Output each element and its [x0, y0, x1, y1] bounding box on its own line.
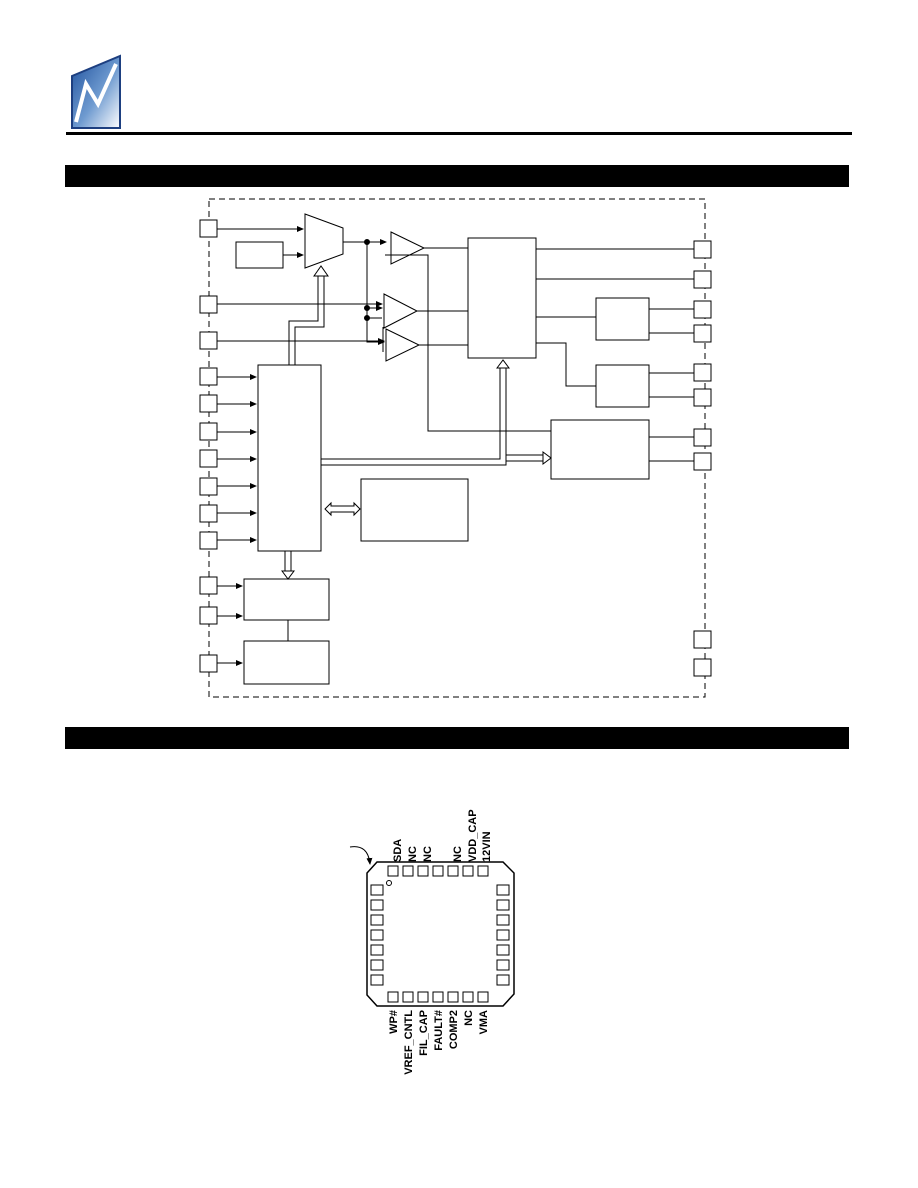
left-pins: [199, 219, 218, 673]
driver-block-2: [595, 364, 650, 408]
chip-boundary: [208, 198, 706, 698]
bias-block: [243, 640, 330, 685]
bottom-pads: [387, 991, 489, 1003]
top-pads: [387, 865, 489, 877]
top-pin-label: NC: [422, 846, 434, 862]
right-pads: [496, 884, 510, 986]
bottom-pin-label: FAULT#: [433, 1010, 445, 1051]
bottom-pin-label: FIL_CAP: [418, 1010, 430, 1056]
right-pins: [693, 240, 712, 677]
pin1-dot: [386, 880, 392, 886]
driver-block-1: [595, 297, 650, 341]
pin-box: [693, 658, 712, 677]
interface-block: [243, 578, 330, 621]
section-bar-pin-configuration: [65, 727, 849, 749]
comparator-1: [390, 231, 426, 265]
left-pads: [370, 884, 384, 986]
package-outline: [366, 861, 515, 1007]
comparator-3: [385, 328, 421, 362]
bottom-pin-label: WP#: [388, 1010, 400, 1034]
top-pin-label: SDA: [392, 839, 404, 862]
section-bar-block-diagram: [65, 165, 849, 187]
company-logo-icon: [71, 54, 121, 129]
logic-block: [467, 237, 537, 359]
curved-arrow-icon: [349, 846, 373, 865]
output-control-block: [550, 419, 650, 480]
header-rule: [66, 132, 852, 135]
comparator-2: [383, 293, 419, 329]
top-pin-label: VDD_CAP: [467, 809, 479, 862]
bottom-pin-label: VMA: [478, 1010, 490, 1035]
bidirectional-bus-arrow: [324, 501, 361, 517]
bottom-pin-label: COMP2: [448, 1010, 460, 1049]
pin-box: [693, 630, 712, 649]
top-pin-label: NC: [407, 846, 419, 862]
top-pin-label: 12VIN: [481, 831, 493, 862]
multiplexer: [304, 213, 344, 269]
bottom-pin-label: NC: [463, 1010, 475, 1026]
top-pin-label: NC: [452, 846, 464, 862]
bottom-pin-label: VREF_CNTL: [403, 1010, 415, 1075]
memory-block: [360, 478, 469, 542]
